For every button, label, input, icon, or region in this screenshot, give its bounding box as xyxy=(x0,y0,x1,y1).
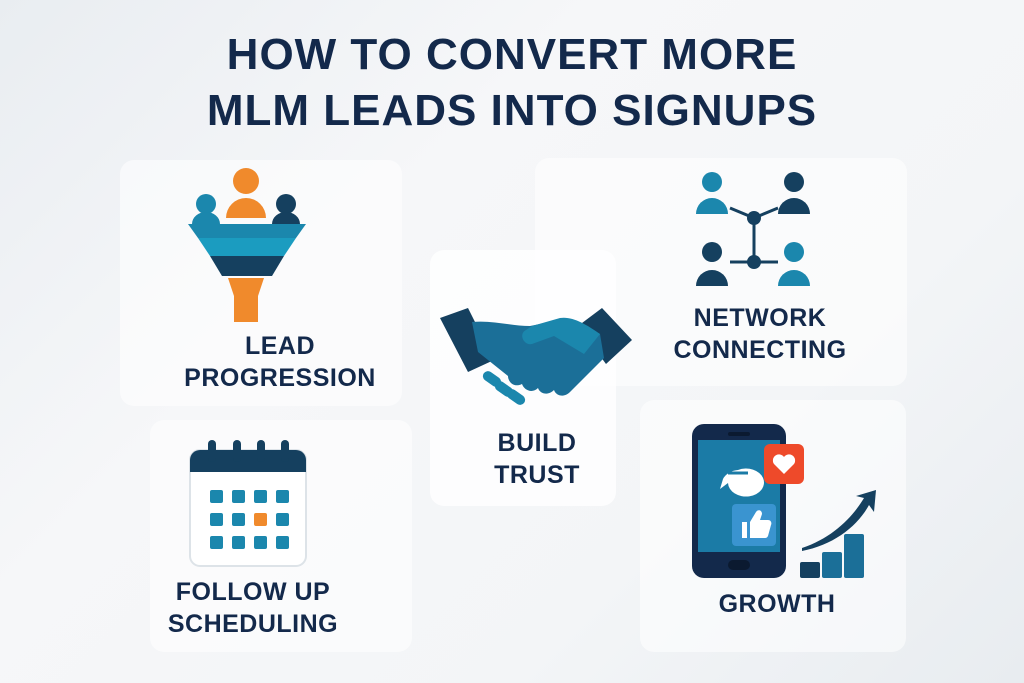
label-line: TRUST xyxy=(494,461,580,489)
follow-up-label: FOLLOW UP SCHEDULING xyxy=(133,576,373,640)
phone-growth-icon xyxy=(692,424,876,578)
label-line: NETWORK xyxy=(693,304,827,332)
label-line: GROWTH xyxy=(718,590,836,618)
label-line: BUILD xyxy=(497,429,577,457)
lead-progression-label: LEAD PROGRESSION xyxy=(160,330,400,394)
network-icon xyxy=(696,172,810,286)
label-line: PROGRESSION xyxy=(184,364,376,392)
label-line: FOLLOW UP xyxy=(175,578,331,606)
label-line: CONNECTING xyxy=(673,336,847,364)
page-title-line-2: MLM LEADS INTO SIGNUPS xyxy=(206,86,818,135)
label-line: LEAD xyxy=(244,332,316,360)
label-line: SCHEDULING xyxy=(167,610,339,638)
page-title-line-1: HOW TO CONVERT MORE xyxy=(226,30,798,79)
handshake-icon xyxy=(440,308,632,405)
build-trust-label: BUILD TRUST xyxy=(417,427,657,491)
calendar-icon xyxy=(189,440,307,567)
funnel-icon xyxy=(188,168,306,322)
growth-label: GROWTH xyxy=(657,588,897,620)
network-connecting-label: NETWORK CONNECTING xyxy=(640,302,880,366)
